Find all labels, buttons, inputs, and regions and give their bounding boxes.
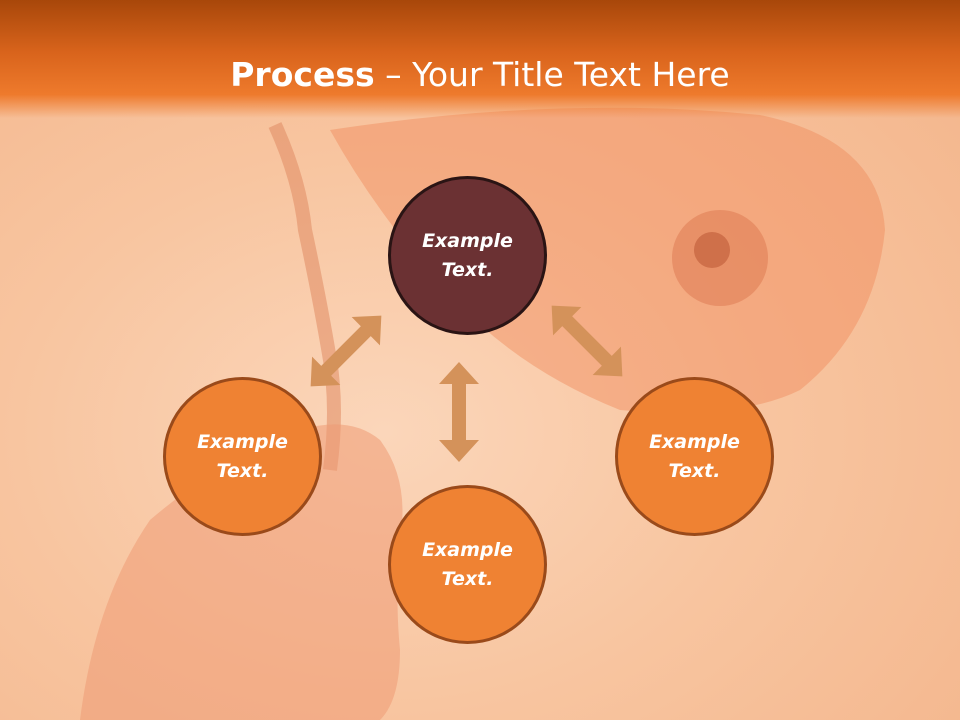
node-top-label: Example Text. (422, 229, 513, 281)
node-right: Example Text. (615, 377, 774, 536)
node-top: Example Text. (388, 176, 547, 335)
slide-title: Process – Your Title Text Here (0, 52, 960, 98)
node-left-label: Example Text. (197, 430, 288, 482)
node-bottom-label: Example Text. (422, 538, 513, 590)
title-subtitle: – Your Title Text Here (374, 55, 730, 94)
roller-hub-hole (694, 232, 730, 268)
node-right-label: Example Text. (649, 430, 740, 482)
arrow-top-left (296, 301, 396, 401)
title-bar (0, 0, 960, 118)
title-keyword: Process (230, 55, 375, 94)
arrow-vertical (439, 362, 479, 462)
arrow-top-right (537, 291, 637, 391)
node-left: Example Text. (163, 377, 322, 536)
roller-handle (268, 122, 341, 471)
hand (80, 424, 403, 720)
node-bottom: Example Text. (388, 485, 547, 644)
